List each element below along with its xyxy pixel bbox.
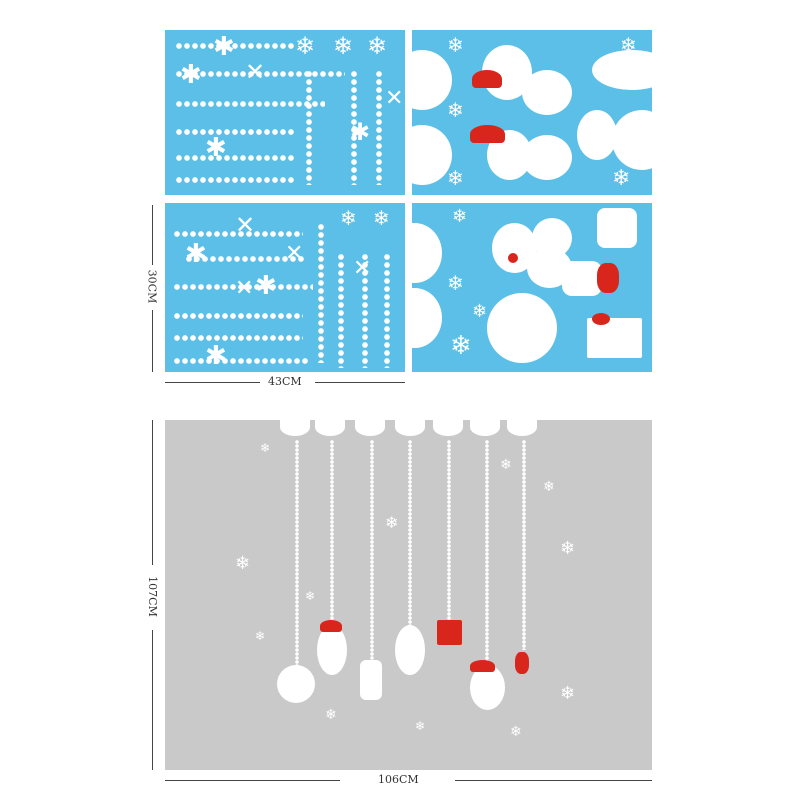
snowflake-icon: ✱ bbox=[180, 60, 202, 90]
candy-cane-sticker bbox=[562, 261, 602, 296]
sticker-sheet-garlands-2: ✱ ✱ ✱ ✕ ✕ ✕ ❄ ❄ ✕ bbox=[165, 203, 405, 372]
window-display-preview: ❄ ❄ ❄ ❄ ❄ ❄ ❄ ❄ ❄ ❄ ❄ ❄ bbox=[165, 418, 652, 770]
bow-icon: ✕ bbox=[385, 86, 404, 111]
snowflake-icon: ❄ bbox=[333, 32, 354, 60]
sheet-width-label: 43CM bbox=[268, 375, 302, 388]
snowflake-icon: ❄ bbox=[295, 32, 316, 60]
snowflake-icon: ✱ bbox=[213, 32, 235, 62]
stocking-sticker bbox=[597, 208, 637, 248]
sticker-sheet-snowmen-2: ❄ ❄ ❄ ❄ bbox=[412, 203, 652, 372]
snowflake-icon: ✱ bbox=[205, 133, 227, 163]
snowman-sticker bbox=[317, 625, 347, 675]
display-width-label: 106CM bbox=[378, 773, 419, 786]
gift-sticker bbox=[587, 318, 642, 358]
display-height-label: 107CM bbox=[145, 576, 159, 617]
snowflake-icon: ✱ bbox=[350, 118, 371, 146]
ornament-sticker bbox=[487, 293, 557, 363]
bow-icon: ✕ bbox=[245, 58, 266, 86]
stocking-sticker bbox=[360, 660, 382, 700]
snowflake-icon: ❄ bbox=[367, 32, 388, 60]
reindeer-sticker bbox=[395, 625, 425, 675]
sticker-sheet-snowmen-1: ❄ ❄ ❄ ❄ ❄ bbox=[412, 30, 652, 195]
sticker-sheet-garlands-1: ✱ ✱ ✱ ❄ ❄ ❄ ✱ ✕ ✕ bbox=[165, 30, 405, 195]
sheet-height-label: 30CM bbox=[145, 269, 159, 304]
bear-sticker bbox=[470, 665, 505, 710]
